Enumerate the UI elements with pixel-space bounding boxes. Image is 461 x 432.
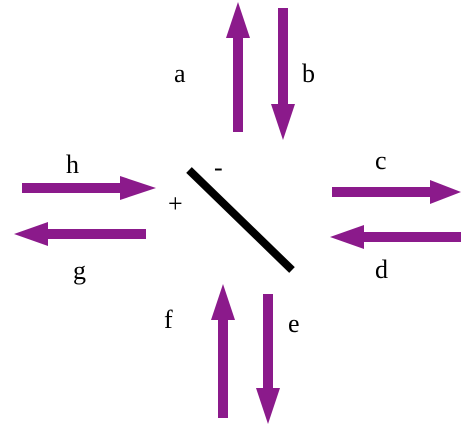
arrow-h [22, 176, 156, 200]
arrow-e [256, 294, 280, 424]
arrow-g [14, 222, 146, 246]
label-f: f [164, 305, 173, 334]
label-b: b [302, 59, 315, 88]
label-g: g [73, 256, 86, 285]
mirror-line [186, 167, 295, 273]
label-d: d [375, 255, 388, 284]
label-a: a [174, 59, 186, 88]
label-c: c [375, 146, 387, 175]
arrow-c [332, 180, 461, 204]
arrow-a [226, 2, 250, 132]
label-h: h [66, 150, 79, 179]
plus-sign: + [168, 189, 183, 218]
minus-sign: - [214, 153, 223, 182]
arrow-d [330, 225, 461, 249]
label-e: e [288, 309, 300, 338]
arrow-f [211, 284, 235, 418]
arrow-b [271, 8, 295, 140]
